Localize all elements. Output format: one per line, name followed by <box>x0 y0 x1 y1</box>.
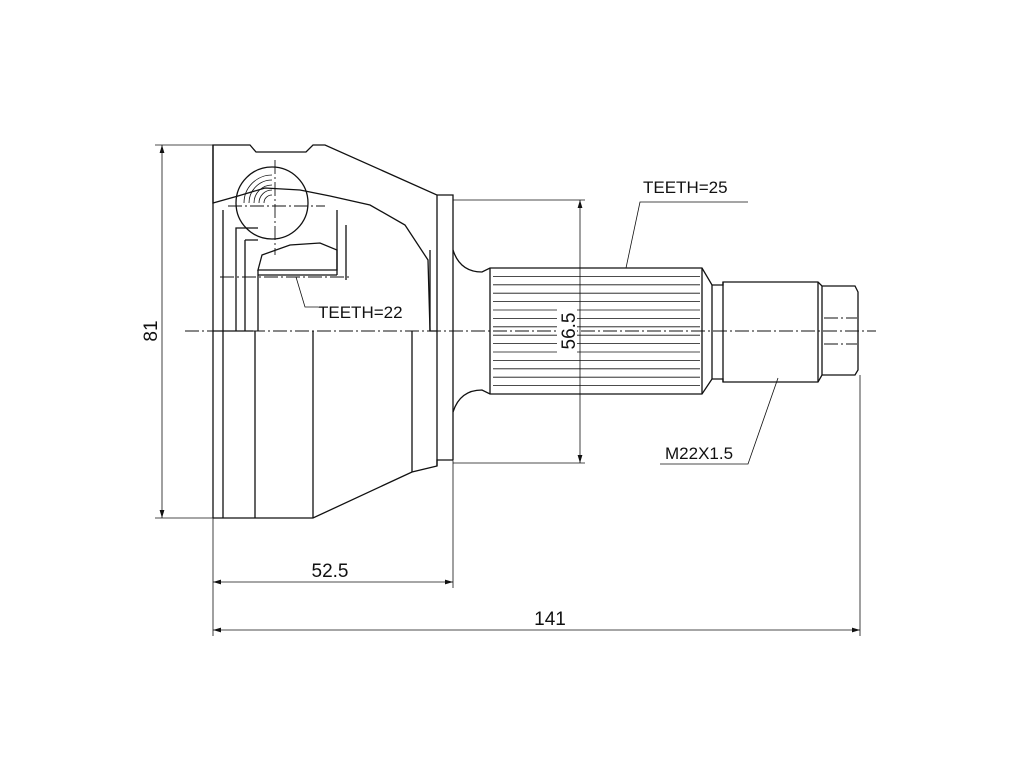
dimension-141-label: 141 <box>534 609 566 630</box>
teeth-25-label: TEETH=25 <box>643 178 728 197</box>
teeth-22-callout: TEETH=22 <box>295 276 403 322</box>
thread-label: M22X1.5 <box>665 444 733 463</box>
dimension-141: 141 <box>213 375 861 636</box>
teeth-22-label: TEETH=22 <box>318 303 403 322</box>
dimension-81-label: 81 <box>141 320 162 341</box>
spline-shaft <box>452 249 859 413</box>
thread-callout: M22X1.5 <box>660 377 779 465</box>
dimension-56-5: 56.5 <box>453 199 585 464</box>
dimension-52-5-label: 52.5 <box>312 561 349 582</box>
dimension-56-5-label: 56.5 <box>559 313 580 350</box>
dimension-81: 81 <box>141 144 213 519</box>
dimension-52-5: 52.5 <box>212 460 454 636</box>
bell-housing <box>212 144 454 519</box>
teeth-25-callout: TEETH=25 <box>625 178 748 269</box>
